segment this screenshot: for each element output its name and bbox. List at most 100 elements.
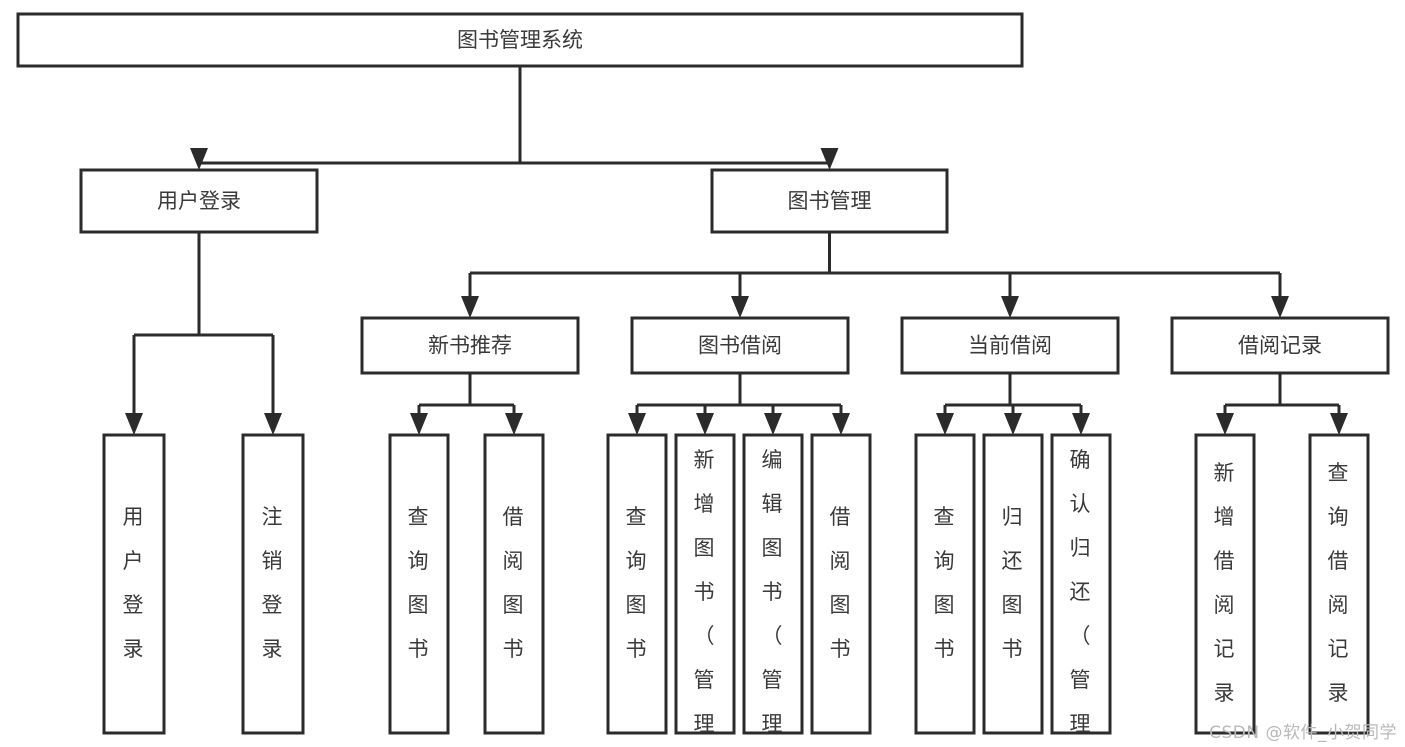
add-borrow-record-label-glyph: 阅 [1214,593,1237,617]
query-book-2-label-glyph: 书 [626,637,649,661]
user-login-to-child-1-head [264,413,282,435]
borrow-record-label: 借阅记录 [1238,334,1322,358]
query-borrow-record-box[interactable] [1308,433,1370,735]
query-borrow-record-label-glyph: 录 [1328,681,1351,705]
query-borrow-record-label-glyph: 查 [1328,461,1351,485]
return-book-box[interactable] [982,433,1044,735]
root-label: 图书管理系统 [457,28,583,52]
borrow-book-2-label-glyph: 书 [830,637,853,661]
book-management-label: 图书管理 [788,189,872,213]
confirm-return-admin-label-glyph: 理 [1070,712,1093,736]
edit-book-admin-label-glyph: 书 [762,580,785,604]
user-login-label: 用户登录 [157,189,241,213]
query-borrow-record-label-glyph: 记 [1328,637,1351,661]
borrow-book-2-box[interactable] [810,433,872,735]
user-login-do-label-glyph: 用 [123,505,146,529]
query-book-1-box[interactable] [388,433,450,735]
current-borrow-box[interactable] [900,316,1120,375]
book-management-to-current-borrow-head [1001,296,1019,318]
book-management-box[interactable] [710,168,949,234]
return-book-label-glyph: 书 [1002,637,1025,661]
new-book-recommend-to-child-0-head [410,413,428,435]
confirm-return-admin-label-glyph: 管 [1070,668,1093,692]
confirm-return-admin-label-glyph: （ [1070,624,1093,648]
confirm-return-admin-label-glyph: 认 [1070,492,1093,516]
confirm-return-admin-box[interactable] [1050,433,1112,735]
query-book-1-label-glyph: 查 [408,505,431,529]
borrow-book-1-box[interactable] [483,433,545,735]
current-borrow-to-child-1-head [1004,413,1022,435]
add-borrow-record-box[interactable] [1194,433,1256,735]
add-book-admin-label-glyph: （ [694,624,717,648]
confirm-return-admin-label-glyph: 确 [1070,448,1093,472]
edit-book-admin-label-glyph: （ [762,624,785,648]
query-book-2-box[interactable] [606,433,668,735]
borrow-record-to-child-0-head [1216,413,1234,435]
current-borrow-label: 当前借阅 [968,334,1052,358]
new-book-recommend-box[interactable] [360,316,580,375]
root-to-book-management-head [820,148,839,170]
user-login-box[interactable] [79,168,319,234]
add-book-admin-label-glyph: 理 [694,712,717,736]
book-management-to-book-borrow-head [731,296,749,318]
query-borrow-record-label-glyph: 借 [1328,549,1351,573]
query-borrow-record-label-glyph: 询 [1328,505,1351,529]
user-login-do-label-glyph: 户 [123,549,146,573]
add-book-admin-label-glyph: 管 [694,668,717,692]
root-box[interactable] [16,12,1024,68]
connector-layer [125,66,1348,435]
book-borrow-to-child-1-head [696,413,714,435]
user-login-do-box[interactable] [102,433,166,735]
query-book-3-label-glyph: 书 [934,637,957,661]
edit-book-admin-label-glyph: 理 [762,712,785,736]
borrow-book-1-label-glyph: 阅 [503,549,526,573]
user-logout-label-glyph: 注 [262,505,285,529]
query-book-3-label-glyph: 查 [934,505,957,529]
book-borrow-box[interactable] [630,316,850,375]
root-to-user-login-head [190,148,208,170]
node-layer: 用户登录注销登录用户登录图书管理查询图书借阅图书新书推荐查询图书新增图书（管理员… [16,12,1390,736]
query-book-1-label-glyph: 书 [408,637,431,661]
query-book-3-box[interactable] [914,433,976,735]
user-login-do-label: 用户登录 [123,505,146,661]
user-logout-label-glyph: 销 [262,549,285,573]
return-book-label-glyph: 还 [1002,549,1025,573]
edit-book-admin-label-glyph: 图 [762,536,785,560]
new-book-recommend-label: 新书推荐 [428,334,512,358]
book-management-to-new-book-recommend-head [461,296,479,318]
query-book-2-label-glyph: 查 [626,505,649,529]
book-borrow-to-child-0-head [628,413,646,435]
add-borrow-record-label-glyph: 借 [1214,549,1237,573]
book-borrow-to-child-3-head [832,413,850,435]
current-borrow-to-child-2-head [1072,413,1090,435]
borrow-book-1-label-glyph: 图 [503,593,526,617]
add-book-admin-box[interactable] [674,433,736,735]
edit-book-admin-box[interactable] [742,433,804,735]
add-book-admin-label-glyph: 书 [694,580,717,604]
edit-book-admin-label-glyph: 辑 [762,492,785,516]
add-borrow-record-label-glyph: 记 [1214,637,1237,661]
user-logout-label-glyph: 录 [262,637,285,661]
query-book-1-label-glyph: 询 [408,549,431,573]
query-book-2-label-glyph: 图 [626,593,649,617]
query-book-2-label-glyph: 询 [626,549,649,573]
user-login-do-label-glyph: 录 [123,637,146,661]
user-logout-box[interactable] [241,433,305,735]
add-borrow-record-label-glyph: 增 [1214,505,1237,529]
return-book-label-glyph: 归 [1002,505,1025,529]
book-borrow-label: 图书借阅 [698,334,782,358]
return-book-label-glyph: 图 [1002,593,1025,617]
query-book-3-label-glyph: 图 [934,593,957,617]
borrow-book-2-label-glyph: 图 [830,593,853,617]
query-borrow-record-label-glyph: 阅 [1328,593,1351,617]
borrow-record-box[interactable] [1170,316,1390,375]
add-borrow-record-label-glyph: 新 [1214,461,1237,485]
edit-book-admin-label-glyph: 管 [762,668,785,692]
